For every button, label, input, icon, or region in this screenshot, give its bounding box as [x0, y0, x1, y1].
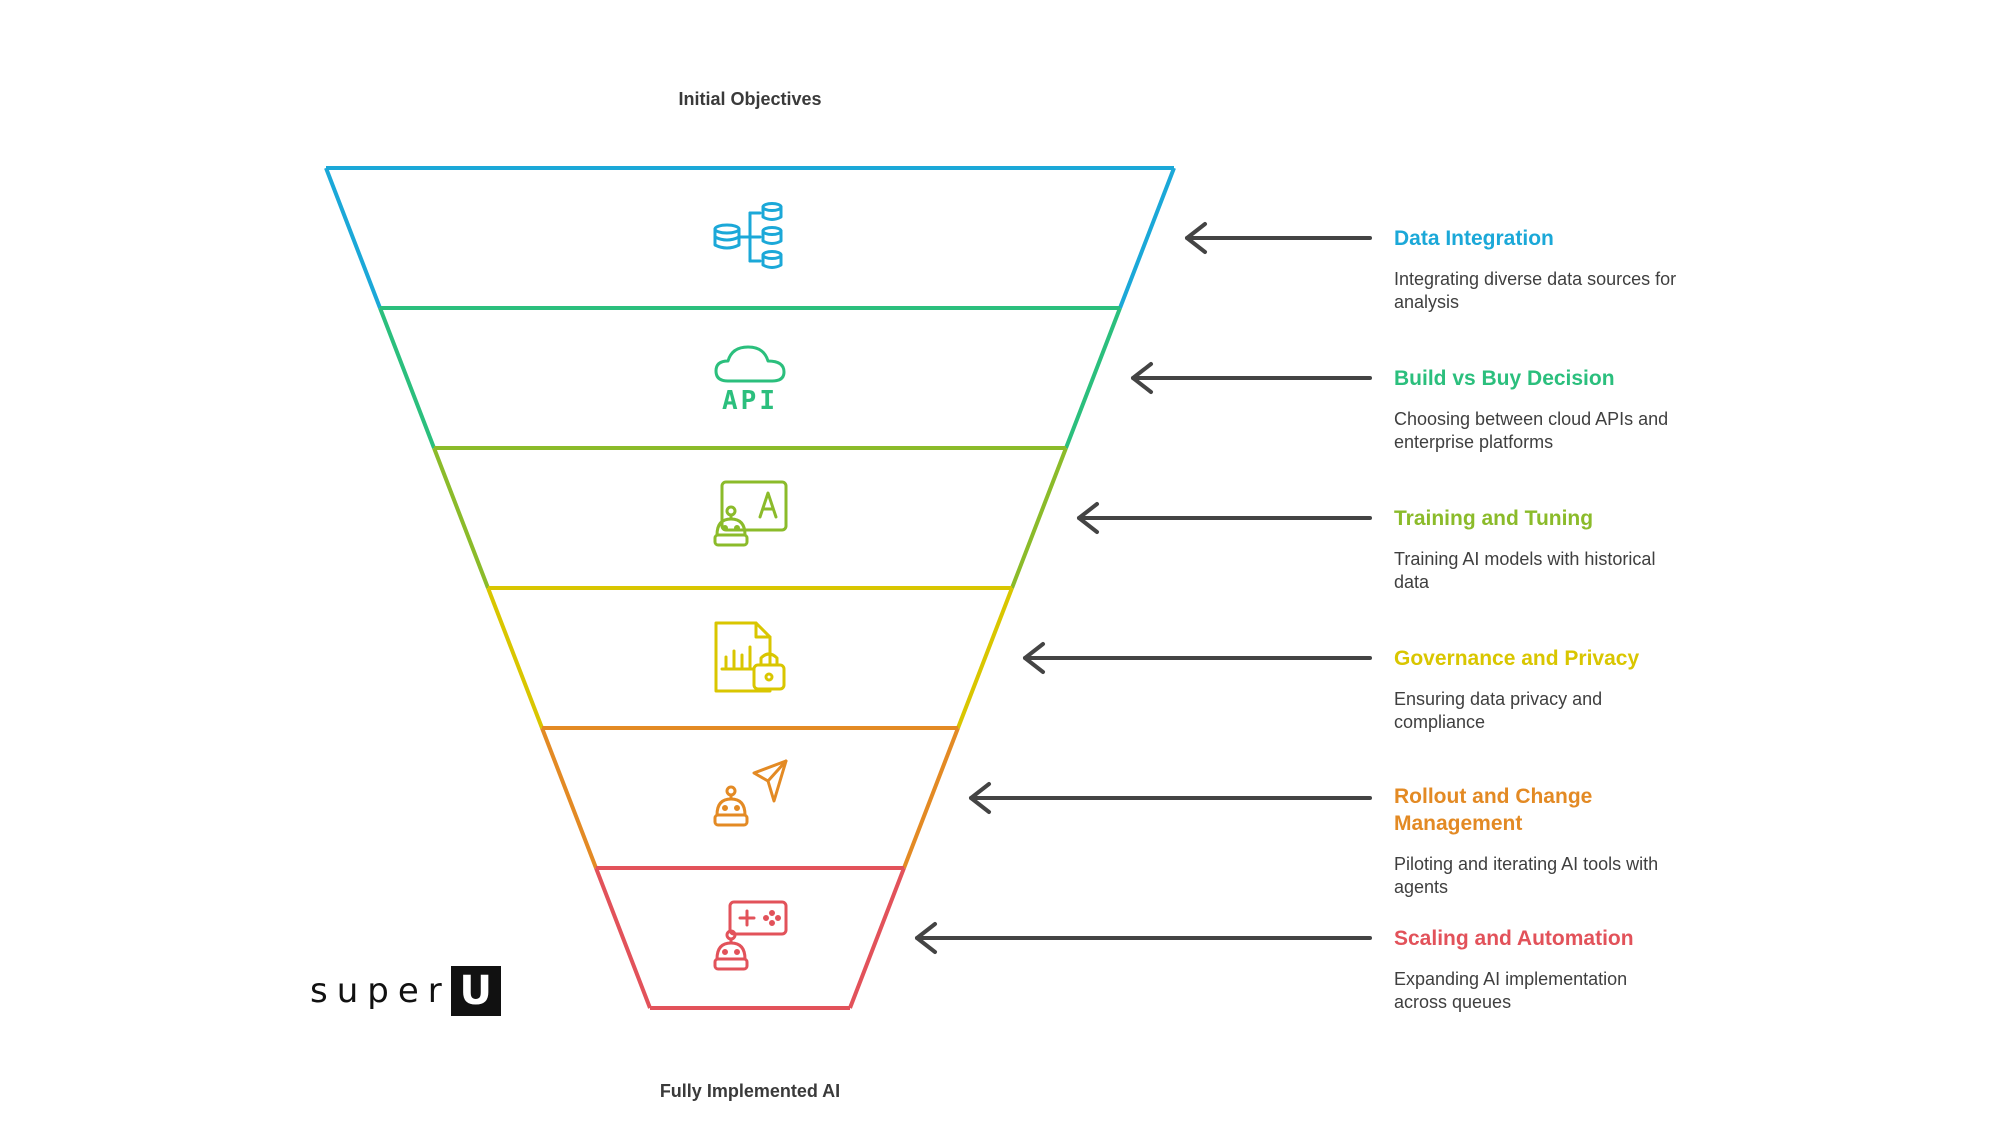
funnel-band-right-side	[848, 867, 906, 1009]
funnel-band-left-side	[432, 447, 490, 589]
stage-item-rollout-change: Rollout and Change Management Piloting a…	[1394, 783, 1694, 899]
funnel-band-right-side	[1010, 447, 1068, 589]
stage-description: Training AI models with historical data	[1394, 549, 1656, 592]
top-label: Initial Objectives	[678, 89, 822, 109]
stage-arrow	[1077, 502, 1372, 534]
stage-arrow	[1131, 362, 1372, 394]
stage-title: Scaling and Automation	[1394, 927, 1634, 950]
stage-title: Rollout and Change Management	[1394, 785, 1593, 835]
stage-arrow	[1185, 222, 1372, 254]
stage-description: Integrating diverse data sources for ana…	[1394, 269, 1677, 312]
stage-description: Ensuring data privacy and compliance	[1394, 689, 1603, 732]
logo-box: U	[450, 966, 501, 1016]
robot-training-icon	[713, 480, 788, 547]
logo-text: super	[310, 971, 451, 1011]
stage-item-build-vs-buy: Build vs Buy Decision Choosing between c…	[1394, 365, 1694, 454]
stage-item-training-tuning: Training and Tuning Training AI models w…	[1394, 505, 1694, 594]
funnel-band-left-side	[594, 867, 652, 1009]
svg-text:API: API	[722, 386, 778, 416]
stage-arrow	[969, 782, 1372, 814]
chart-lock-icon	[714, 621, 786, 693]
stage-title: Governance and Privacy	[1394, 647, 1640, 670]
stage-description: Piloting and iterating AI tools with age…	[1394, 854, 1659, 897]
stage-title: Training and Tuning	[1394, 507, 1594, 530]
stage-title: Build vs Buy Decision	[1394, 367, 1615, 390]
funnel-band-left-side	[486, 587, 544, 729]
funnel-band-right-side	[1064, 307, 1122, 449]
stage-description: Choosing between cloud APIs and enterpri…	[1394, 409, 1669, 452]
stage-title: Data Integration	[1394, 227, 1554, 250]
robot-send-icon	[713, 759, 788, 827]
stage-arrow	[1023, 642, 1372, 674]
funnel-band-right-side	[1118, 167, 1176, 309]
funnel-layer	[324, 166, 1176, 1010]
funnel-band-left-side	[378, 307, 436, 449]
stage-item-governance-privacy: Governance and Privacy Ensuring data pri…	[1394, 645, 1694, 734]
robot-gamepad-icon	[713, 900, 788, 971]
stage-item-data-integration: Data Integration Integrating diverse dat…	[1394, 225, 1694, 314]
stage-item-scaling-automation: Scaling and Automation Expanding AI impl…	[1394, 925, 1694, 1014]
funnel-band-left-side	[540, 727, 598, 869]
funnel-band-left-side	[324, 167, 382, 309]
database-network-icon	[713, 202, 783, 269]
icon-layer: API	[713, 202, 788, 971]
arrow-layer	[915, 222, 1372, 954]
bottom-label: Fully Implemented AI	[659, 1081, 841, 1101]
stage-description: Expanding AI implementation across queue…	[1394, 969, 1628, 1012]
funnel-band-right-side	[902, 727, 960, 869]
stage-arrow	[915, 922, 1372, 954]
funnel-band-right-side	[956, 587, 1014, 729]
cloud-api-icon: API	[714, 345, 786, 416]
superu-logo: super U	[310, 965, 501, 1017]
